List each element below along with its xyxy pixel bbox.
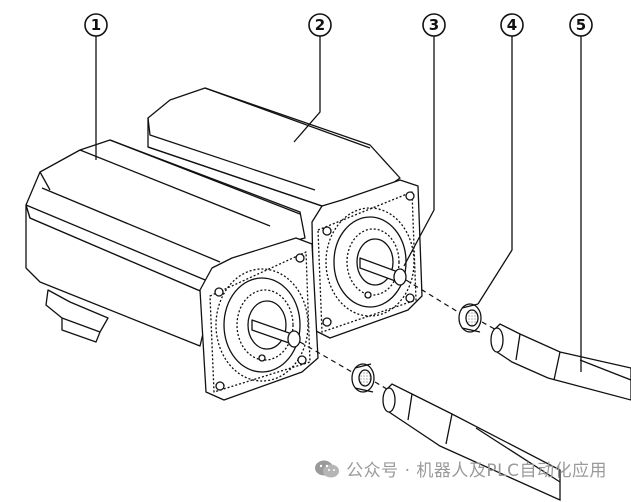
- callout-3-label: 3: [429, 16, 439, 34]
- watermark: 公众号 · 机器人及PLC自动化应用: [314, 456, 607, 481]
- callout-1: 1: [84, 13, 108, 37]
- motor-rear: [147, 87, 423, 339]
- callout-3: 3: [422, 13, 446, 37]
- watermark-text: 公众号 · 机器人及PLC自动化应用: [346, 461, 607, 481]
- alignment-lines: [299, 279, 501, 393]
- cable-lower: [382, 383, 561, 502]
- callout-1-label: 1: [91, 16, 101, 34]
- wechat-logo-icon: [315, 460, 340, 477]
- coupling-upper: [458, 303, 482, 333]
- coupling-lower: [351, 363, 375, 393]
- motor-front: [25, 139, 319, 401]
- cable-upper: [490, 323, 631, 401]
- callout-2: 2: [308, 13, 332, 37]
- callout-2-label: 2: [315, 16, 325, 34]
- callout-4: 4: [500, 13, 524, 37]
- callout-4-label: 4: [507, 16, 517, 34]
- leader-lines: [95, 36, 582, 372]
- callout-5-label: 5: [576, 16, 586, 34]
- callout-5: 5: [569, 13, 593, 37]
